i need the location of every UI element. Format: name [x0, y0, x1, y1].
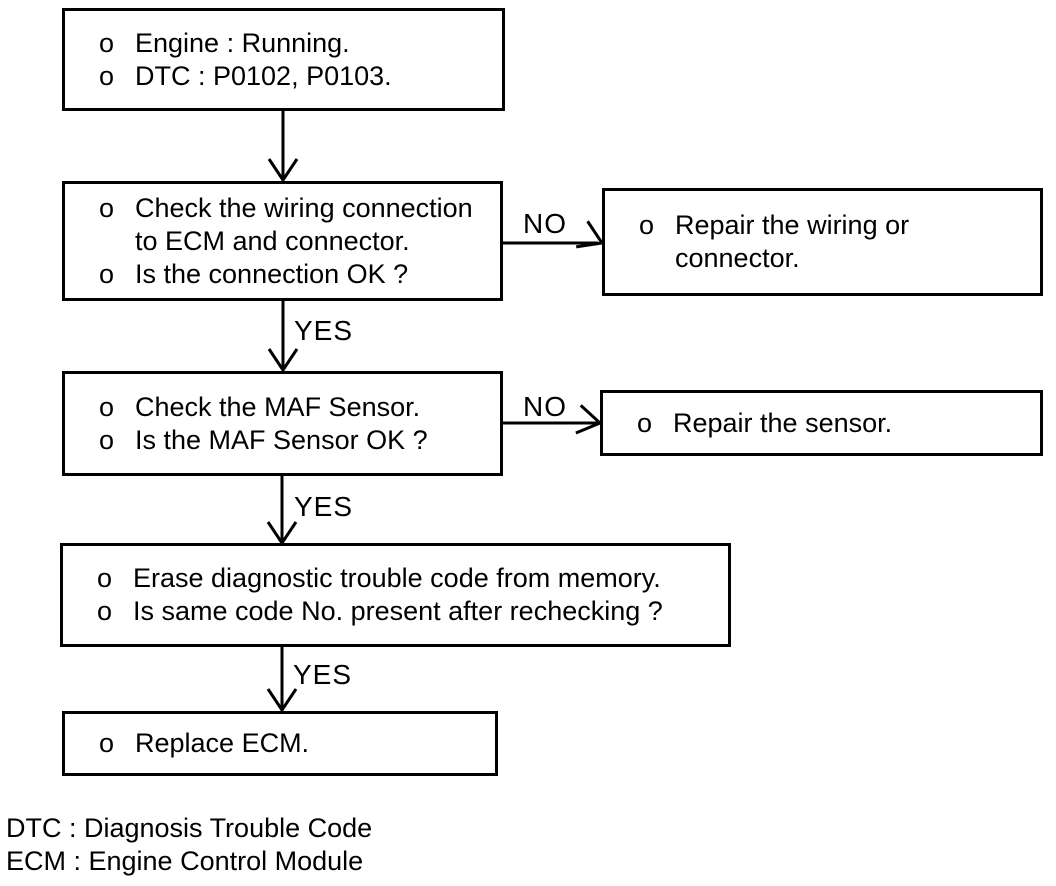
- abbreviation-legend: DTC : Diagnosis Trouble Code ECM : Engin…: [6, 812, 372, 878]
- arrow-down-icon: [266, 688, 298, 713]
- bullet-marker: o: [99, 60, 115, 91]
- edge-label-yes-erase: YES: [293, 659, 353, 690]
- bullet-marker: o: [99, 391, 115, 422]
- legend-line-dtc: DTC : Diagnosis Trouble Code: [6, 813, 373, 843]
- connector-start-to-check-wiring: [267, 110, 299, 183]
- flow-node-item: o DTC : P0102, P0103.: [99, 60, 496, 93]
- flow-node-item: o Repair the sensor.: [637, 407, 1034, 440]
- flow-node-item: o Is the connection OK ?: [99, 258, 494, 291]
- flow-node-item: o Is the MAF Sensor OK ?: [99, 424, 494, 457]
- flow-node-text: Is the MAF Sensor OK ?: [135, 424, 428, 455]
- flow-node-text: Replace ECM.: [135, 728, 310, 758]
- bullet-marker: o: [97, 563, 113, 593]
- bullet-marker: o: [97, 596, 113, 626]
- arrow-down-icon: [267, 348, 299, 373]
- edge-label-yes-wiring: YES: [294, 315, 354, 346]
- arrow-down-icon: [267, 158, 299, 183]
- legend-line-ecm: ECM : Engine Control Module: [6, 846, 364, 876]
- flow-node-repair-sensor: o Repair the sensor.: [600, 390, 1043, 456]
- flow-node-text: Engine : Running.: [135, 27, 350, 58]
- bullet-marker: o: [99, 424, 115, 455]
- arrow-right-icon: [575, 404, 603, 435]
- flow-node-repair-wiring: o Repair the wiring or connector.: [602, 188, 1043, 296]
- flow-node-item: o Replace ECM.: [99, 727, 489, 760]
- flow-node-text: Erase diagnostic trouble code from memor…: [133, 563, 661, 593]
- flow-node-item: o Check the wiring connection to ECM and…: [99, 192, 494, 258]
- flow-node-check-maf: o Check the MAF Sensor. o Is the MAF Sen…: [62, 371, 503, 476]
- bullet-marker: o: [99, 728, 115, 758]
- flow-node-text: Check the wiring connection to ECM and c…: [135, 192, 473, 256]
- edge-label-no-wiring: NO: [523, 208, 567, 239]
- flow-node-text: Is the connection OK ?: [135, 258, 409, 289]
- bullet-marker: o: [99, 27, 115, 58]
- flow-node-text: Repair the sensor.: [673, 407, 893, 438]
- flow-node-item: o Repair the wiring or connector.: [639, 209, 1034, 275]
- bullet-marker: o: [639, 210, 655, 240]
- flow-node-item: o Erase diagnostic trouble code from mem…: [97, 562, 722, 595]
- connector-check-wiring-to-check-maf: [267, 301, 299, 373]
- flow-node-text: Repair the wiring or connector.: [675, 210, 910, 273]
- connector-check-maf-to-erase-codes: [266, 476, 298, 546]
- flow-node-text: Check the MAF Sensor.: [135, 391, 421, 422]
- flow-node-text: DTC : P0102, P0103.: [135, 60, 392, 91]
- connector-erase-codes-to-replace-ecm: [266, 647, 298, 713]
- flow-node-text: Is same code No. present after recheckin…: [133, 596, 663, 626]
- flow-node-replace-ecm: o Replace ECM.: [62, 711, 498, 776]
- edge-label-yes-maf: YES: [294, 491, 354, 522]
- flow-node-item: o Is same code No. present after recheck…: [97, 595, 722, 628]
- flow-node-item: o Check the MAF Sensor.: [99, 391, 494, 424]
- bullet-marker: o: [637, 407, 653, 438]
- flow-node-erase-codes: o Erase diagnostic trouble code from mem…: [60, 543, 731, 647]
- bullet-marker: o: [99, 258, 115, 289]
- bullet-marker: o: [99, 192, 115, 223]
- flow-node-item: o Engine : Running.: [99, 27, 496, 60]
- edge-label-no-maf: NO: [523, 391, 567, 422]
- flow-node-check-wiring: o Check the wiring connection to ECM and…: [62, 181, 503, 301]
- flow-node-start: o Engine : Running. o DTC : P0102, P0103…: [62, 8, 505, 111]
